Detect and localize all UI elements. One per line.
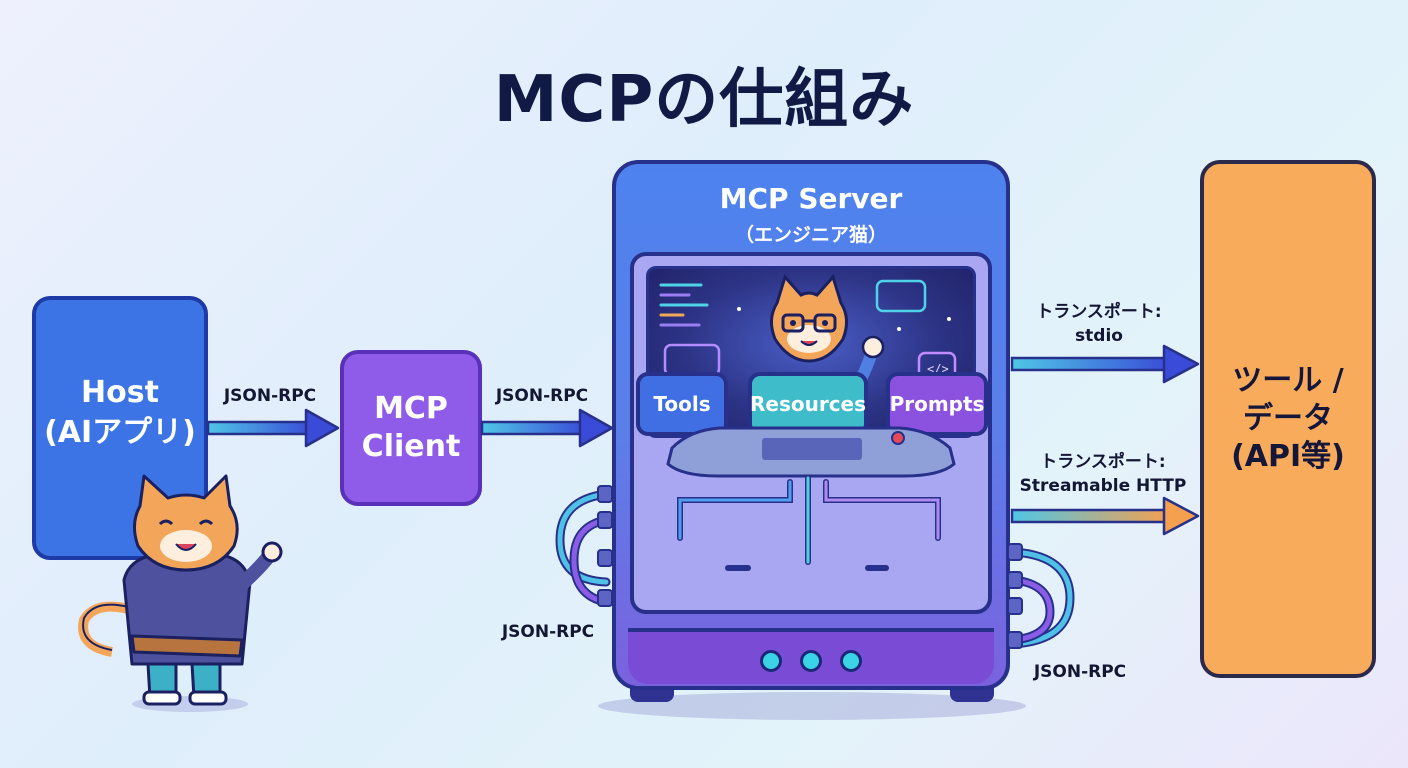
label-transport-http: トランスポート: Streamable HTTP — [1010, 450, 1196, 498]
label-transport-stdio: トランスポート: stdio — [1014, 300, 1184, 348]
module-tools: Tools — [636, 372, 728, 436]
keyboard-icon — [666, 426, 956, 478]
cat-host-icon — [78, 474, 283, 712]
tools-data-line2: データ — [1243, 401, 1333, 436]
server-foot-right — [950, 686, 994, 702]
label-host-client: JSON-RPC — [223, 386, 317, 406]
transport-http-value: Streamable HTTP — [1019, 476, 1187, 496]
tools-data-line1: ツール / — [1232, 363, 1344, 398]
client-label-line2: Client — [361, 429, 461, 464]
client-box: MCP Client — [340, 350, 482, 506]
server-led-2 — [800, 650, 822, 672]
label-left-cables: JSON-RPC — [501, 622, 595, 642]
tools-data-box: ツール / データ (API等) — [1200, 160, 1376, 678]
page-title: MCPの仕組み — [493, 63, 915, 137]
arrow-host-client — [206, 408, 340, 448]
module-prompts: Prompts — [886, 372, 988, 436]
server-title: MCP Server — [719, 182, 903, 215]
server-subtitle: （エンジニア猫） — [734, 224, 887, 246]
tools-data-line3: (API等) — [1231, 439, 1345, 474]
server-led-1 — [760, 650, 782, 672]
client-label-line1: MCP — [374, 391, 448, 426]
server-foot-left — [630, 686, 674, 702]
label-client-server: JSON-RPC — [495, 386, 589, 406]
arrow-stdio — [1010, 344, 1200, 384]
transport-stdio-title: トランスポート: — [1036, 302, 1162, 322]
host-sublabel: (AIアプリ) — [44, 415, 196, 450]
module-resources: Resources — [748, 372, 868, 436]
arrow-http — [1010, 496, 1200, 536]
transport-http-title: トランスポート: — [1040, 452, 1166, 472]
host-label: Host — [81, 375, 159, 410]
server-led-3 — [840, 650, 862, 672]
transport-stdio-value: stdio — [1075, 326, 1123, 346]
label-right-cables: JSON-RPC — [1033, 662, 1127, 682]
arrow-client-server — [480, 408, 614, 448]
